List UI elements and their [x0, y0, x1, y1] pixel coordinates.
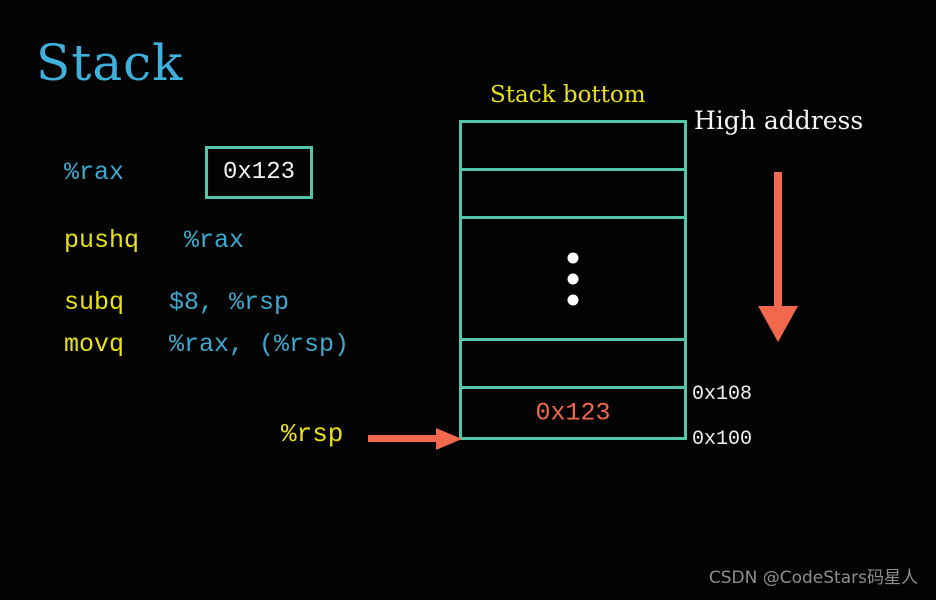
- high-address-label: High address: [694, 106, 864, 135]
- code-line-pushq: pushq %rax: [64, 226, 244, 256]
- mnemonic-movq: movq: [64, 330, 125, 359]
- register-value-box: 0x123: [205, 146, 313, 199]
- ellipsis-dot: [567, 252, 579, 263]
- operands-subq: $8, %rsp: [169, 288, 290, 317]
- mnemonic-pushq: pushq: [64, 226, 140, 255]
- watermark: CSDN @CodeStars码星人: [708, 568, 918, 588]
- ellipsis-dot: [567, 294, 579, 305]
- stack-cell: [462, 171, 684, 219]
- stack-cell: [462, 341, 684, 389]
- code-line-rax: %rax: [64, 158, 124, 188]
- stack-bottom-label: Stack bottom: [490, 82, 646, 108]
- operands-pushq: %rax: [184, 226, 245, 255]
- stack-cell: [462, 123, 684, 171]
- stack-cell-value: 0x123: [535, 398, 611, 428]
- page-title: Stack: [36, 34, 184, 92]
- address-label-lower: 0x100: [692, 428, 753, 451]
- stack-cell-top-of-stack: 0x123: [462, 389, 684, 437]
- register-name-rax: %rax: [64, 158, 125, 187]
- stack-pointer-label: %rsp: [281, 419, 344, 449]
- address-label-upper: 0x108: [692, 383, 753, 406]
- operands-movq: %rax, (%rsp): [169, 330, 350, 359]
- arrow-shaft: [774, 172, 782, 312]
- code-line-movq: movq %rax, (%rsp): [64, 330, 349, 360]
- arrow-head: [436, 428, 462, 450]
- arrow-head: [758, 306, 798, 342]
- arrow-shaft: [368, 435, 438, 442]
- ellipsis-dot: [567, 273, 579, 284]
- growth-direction-arrow-icon: [758, 172, 798, 342]
- mnemonic-subq: subq: [64, 288, 125, 317]
- vertical-ellipsis-icon: [567, 252, 579, 305]
- code-line-subq: subq $8, %rsp: [64, 288, 289, 318]
- stack-pointer-arrow-icon: [368, 428, 462, 450]
- register-value: 0x123: [222, 159, 295, 186]
- stack-diagram: 0x123: [459, 120, 687, 440]
- stack-cell-middle: [462, 219, 684, 341]
